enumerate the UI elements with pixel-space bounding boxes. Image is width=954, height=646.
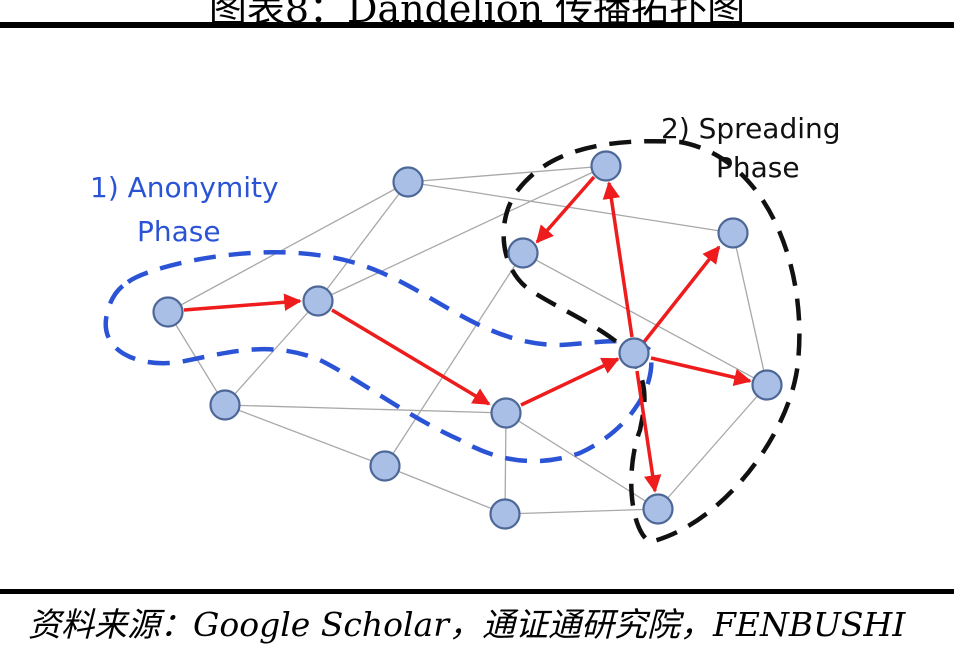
edge	[504, 508, 659, 515]
edge	[384, 465, 506, 515]
edge	[384, 252, 524, 467]
arrow	[331, 308, 491, 406]
node	[152, 296, 184, 328]
arrow	[642, 245, 721, 344]
arrow	[520, 357, 620, 407]
edge	[732, 232, 768, 386]
anonymity-phase-boundary	[103, 250, 654, 464]
edge	[505, 412, 659, 510]
arrow	[535, 175, 596, 244]
network-nodes	[152, 150, 783, 530]
source-note: 资料来源：Google Scholar，通证通研究院，FENBUSHI	[28, 605, 906, 644]
node	[590, 150, 622, 182]
arrow	[650, 356, 752, 386]
top-rule	[0, 22, 954, 28]
node	[392, 166, 424, 198]
node	[369, 450, 401, 482]
node	[209, 389, 241, 421]
propagation-arrows	[183, 175, 752, 493]
edge	[407, 165, 607, 183]
node	[642, 493, 674, 525]
edge	[224, 404, 507, 414]
node	[490, 397, 522, 429]
edge	[317, 181, 409, 302]
edge	[522, 252, 768, 386]
spreading-phase-label-line2: Phase	[716, 151, 800, 184]
node	[302, 285, 334, 317]
spreading-phase-label-line1: 2) Spreading	[661, 112, 841, 145]
node	[751, 369, 783, 401]
spreading-phase-boundary	[501, 138, 802, 545]
arrow	[635, 370, 662, 493]
node	[618, 337, 650, 369]
arrow	[602, 181, 634, 338]
edge	[317, 165, 607, 302]
edge	[504, 412, 507, 515]
edge	[167, 181, 409, 313]
edge	[407, 181, 734, 234]
arrow	[183, 293, 302, 312]
dandelion-diagram: 1) Anonymity Phase 2) Spreading Phase	[90, 112, 841, 545]
bottom-rule	[0, 589, 954, 594]
node	[507, 237, 539, 269]
edge	[657, 384, 768, 510]
node	[489, 498, 521, 530]
anonymity-phase-label-line1: 1) Anonymity	[90, 171, 279, 204]
node	[717, 217, 749, 249]
anonymity-phase-label-line2: Phase	[137, 215, 221, 248]
network-edges	[167, 165, 768, 515]
edge	[224, 300, 319, 406]
edge	[224, 404, 386, 467]
